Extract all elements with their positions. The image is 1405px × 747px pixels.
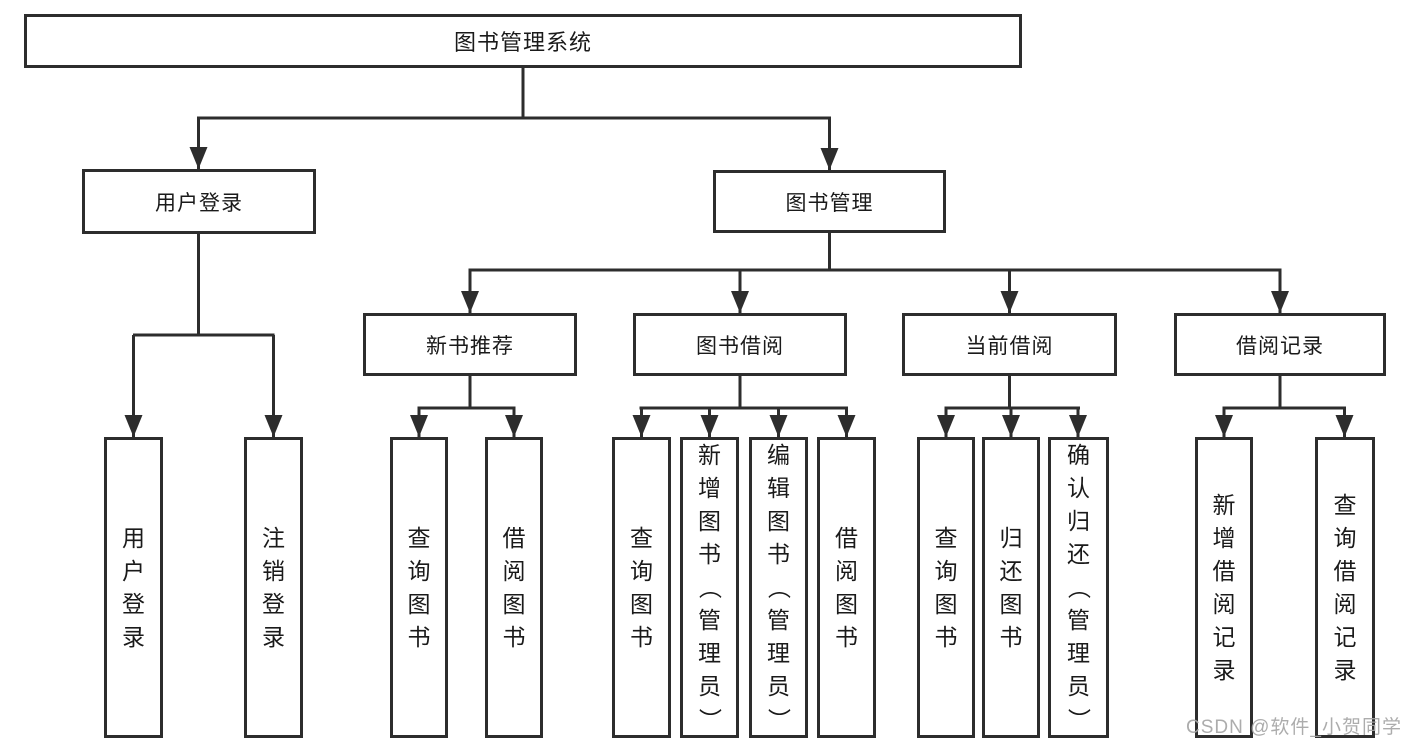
- leaf-logout: 注销登录: [244, 437, 303, 738]
- leaf-user-login: 用户登录: [104, 437, 163, 738]
- node-label: 用户登录: [155, 191, 243, 215]
- leaf-recommend-query-books: 查询图书: [390, 437, 448, 738]
- leaf-current-query-books: 查询图书: [917, 437, 975, 738]
- node-new-book-recommend: 新书推荐: [363, 313, 577, 376]
- leaf-borrowing-add-books-admin: 新增图书（管理员）: [680, 437, 739, 738]
- node-label: 新书推荐: [426, 334, 514, 358]
- leaf-label: 查询图书: [407, 524, 431, 650]
- leaf-label: 查询图书: [934, 524, 958, 650]
- node-label: 借阅记录: [1236, 334, 1324, 358]
- leaf-records-add-borrow-record: 新增借阅记录: [1195, 437, 1253, 738]
- node-library-management-system: 图书管理系统: [24, 14, 1022, 68]
- node-book-management: 图书管理: [713, 170, 946, 233]
- node-label: 图书管理: [785, 191, 874, 215]
- leaf-label: 新增借阅记录: [1212, 491, 1236, 683]
- leaf-records-query-borrow-record: 查询借阅记录: [1315, 437, 1375, 738]
- leaf-label: 编辑图书（管理员）: [766, 442, 792, 731]
- leaf-current-return-books: 归还图书: [982, 437, 1040, 738]
- leaf-label: 注销登录: [262, 524, 285, 650]
- leaf-label: 归还图书: [999, 524, 1023, 650]
- leaf-label: 借阅图书: [835, 524, 858, 650]
- leaf-label: 查询借阅记录: [1333, 491, 1357, 683]
- leaf-borrowing-query-books: 查询图书: [612, 437, 671, 738]
- node-label: 当前借阅: [965, 334, 1054, 358]
- node-label: 图书管理系统: [453, 30, 592, 55]
- leaf-label: 借阅图书: [502, 524, 526, 650]
- csdn-watermark: CSDN @软件_小贺同学: [1186, 717, 1402, 738]
- leaf-current-confirm-return-admin: 确认归还（管理员）: [1048, 437, 1109, 738]
- leaf-label: 确认归还（管理员）: [1066, 442, 1092, 731]
- node-label: 图书借阅: [696, 334, 784, 358]
- leaf-label: 查询图书: [630, 524, 653, 650]
- node-current-borrowing: 当前借阅: [902, 313, 1117, 376]
- leaf-label: 用户登录: [122, 524, 145, 650]
- node-user-login: 用户登录: [82, 169, 316, 234]
- node-book-borrowing: 图书借阅: [633, 313, 847, 376]
- leaf-label: 新增图书（管理员）: [697, 442, 723, 731]
- leaf-borrowing-borrow-books: 借阅图书: [817, 437, 876, 738]
- leaf-borrowing-edit-books-admin: 编辑图书（管理员）: [749, 437, 808, 738]
- node-borrowing-records: 借阅记录: [1174, 313, 1386, 376]
- leaf-recommend-borrow-books: 借阅图书: [485, 437, 543, 738]
